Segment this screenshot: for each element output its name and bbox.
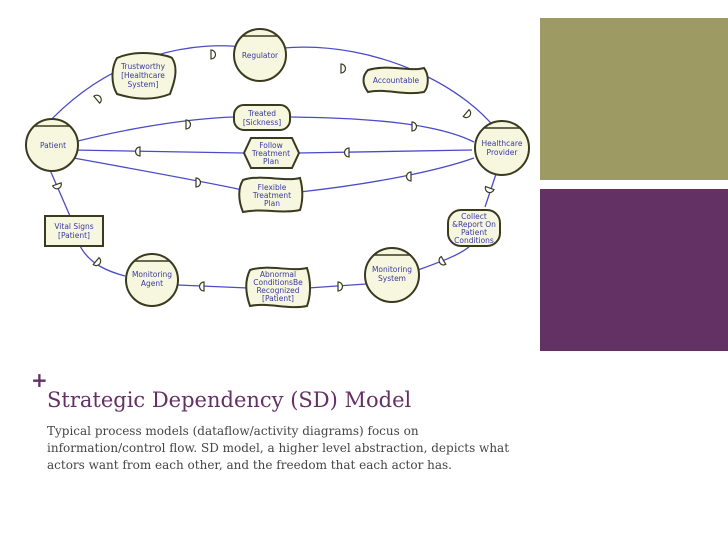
link-patient-flexible — [67, 156, 244, 191]
plus-icon: + — [31, 368, 48, 392]
softgoal-accountable: Accountable — [362, 66, 429, 95]
actor-label: Monitoring — [372, 265, 412, 274]
goal-label: Collect — [461, 212, 487, 221]
resource-label: Vital Signs — [54, 222, 93, 231]
goal-label: Patient — [461, 228, 487, 237]
goal-label: Conditions — [454, 236, 494, 245]
link-patient-treated — [69, 116, 235, 144]
actor-label: Provider — [487, 148, 519, 157]
goal-treated-sickness: Treated [Sickness] — [233, 104, 291, 131]
slide-body-text: Typical process models (dataflow/activit… — [47, 424, 510, 472]
d-marker-icon — [343, 147, 350, 158]
actor-label: Patient — [40, 141, 66, 150]
slide-title: Strategic Dependency (SD) Model — [47, 388, 412, 412]
resource-vital-signs: Vital Signs [Patient] — [44, 215, 104, 247]
decorative-purple-block — [540, 189, 728, 351]
softgoal-label: System] — [128, 80, 159, 89]
sd-model-diagram: Patient Regulator Healthcare Provider Mo… — [25, 28, 530, 309]
actor-patient: Patient — [25, 118, 79, 172]
actor-label: Healthcare — [482, 139, 523, 148]
actor-monitoring-agent: Monitoring Agent — [125, 253, 179, 307]
goal-label: &Report On — [452, 220, 496, 229]
actor-label: Monitoring — [132, 270, 172, 279]
task-follow-treatment-plan: Follow Treatment Plan — [242, 137, 301, 169]
d-marker-icon — [51, 181, 62, 190]
softgoal-abnormal-conditions: Abnormal ConditionsBe Recognized [Patien… — [245, 266, 311, 309]
actor-regulator: Regulator — [233, 28, 287, 82]
resource-label: [Patient] — [58, 231, 90, 240]
decorative-olive-block — [540, 18, 728, 180]
link-patient-vital — [49, 169, 71, 217]
d-marker-icon — [92, 256, 102, 267]
link-treated-provider — [289, 116, 475, 143]
d-marker-icon — [411, 121, 418, 132]
task-label: Treatment — [251, 149, 290, 158]
link-patient-follow — [71, 149, 244, 154]
d-marker-icon — [134, 146, 141, 157]
d-marker-icon — [198, 281, 205, 292]
softgoal-label: Flexible — [258, 183, 287, 192]
d-marker-icon — [340, 63, 347, 74]
d-marker-icon — [210, 49, 217, 60]
link-magent-abnormal — [177, 284, 249, 289]
d-marker-icon — [93, 94, 102, 104]
link-flexible-provider — [299, 157, 475, 193]
softgoal-label: Trustworthy — [120, 62, 166, 71]
d-marker-icon — [185, 119, 192, 130]
task-label: Follow — [259, 141, 283, 150]
softgoal-flexible-treatment-plan: Flexible Treatment Plan — [238, 176, 304, 214]
softgoal-label: Treatment — [252, 191, 291, 200]
link-vital-magent — [79, 245, 126, 277]
goal-collect-report: Collect &Report On Patient Conditions — [447, 209, 501, 247]
link-abnormal-msystem — [307, 283, 367, 289]
d-marker-icon — [438, 255, 447, 266]
actor-label: Agent — [141, 279, 163, 288]
softgoal-label: Accountable — [373, 76, 420, 85]
softgoal-label: Recognized — [256, 286, 299, 295]
softgoal-label: Plan — [264, 199, 280, 208]
softgoal-label: [Healthcare — [121, 71, 165, 80]
actor-label: System — [378, 274, 406, 283]
softgoal-trustworthy: Trustworthy [Healthcare System] — [111, 52, 177, 100]
actor-monitoring-system: Monitoring System — [364, 247, 420, 303]
goal-label: Treated — [247, 109, 276, 118]
link-msystem-collect — [417, 245, 471, 271]
softgoal-label: Abnormal — [260, 270, 296, 279]
d-marker-icon — [195, 177, 202, 188]
link-follow-provider — [297, 149, 473, 154]
d-marker-icon — [484, 185, 495, 194]
d-marker-icon — [405, 171, 412, 182]
actor-label: Regulator — [242, 51, 279, 60]
goal-label: [Sickness] — [243, 118, 281, 127]
dependency-markers — [51, 49, 495, 292]
softgoal-label: [Patient] — [262, 294, 294, 303]
d-marker-icon — [337, 281, 344, 292]
task-label: Plan — [263, 157, 279, 166]
softgoal-label: ConditionsBe — [253, 278, 303, 287]
d-marker-icon — [462, 108, 472, 119]
actor-healthcare-provider: Healthcare Provider — [474, 120, 530, 176]
